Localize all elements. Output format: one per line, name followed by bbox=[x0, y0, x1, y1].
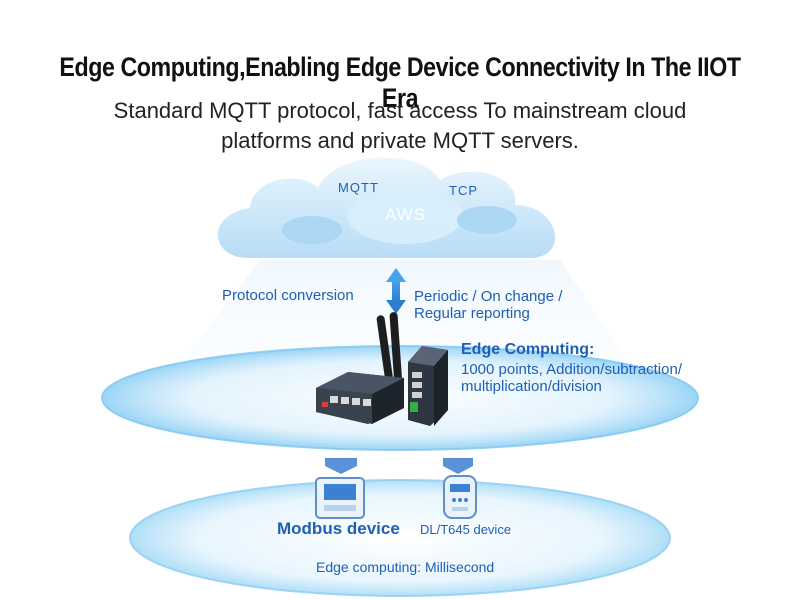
modbus-device-label: Modbus device bbox=[277, 519, 400, 538]
edge-computing-info: Edge Computing: 1000 points, Addition/su… bbox=[461, 341, 682, 395]
subtitle-line-1: Standard MQTT protocol, fast access To m… bbox=[113, 98, 687, 123]
dlt645-meter-icon bbox=[443, 458, 477, 519]
cloud-icon bbox=[217, 157, 556, 258]
edge-computing-title: Edge Computing: bbox=[461, 341, 595, 358]
reporting-line-1: Periodic / On change / bbox=[414, 288, 563, 305]
protocol-conversion-label: Protocol conversion bbox=[222, 287, 354, 304]
din-rail-gateway-icon bbox=[408, 346, 448, 426]
edge-computing-line-2: multiplication/division bbox=[461, 378, 602, 395]
reporting-line-2: Regular reporting bbox=[414, 305, 530, 322]
page-title: Edge Computing,Enabling Edge Device Conn… bbox=[59, 52, 741, 113]
subtitle-line-2: platforms and private MQTT servers. bbox=[221, 128, 579, 153]
cloud-label-aws: AWS bbox=[385, 205, 427, 224]
dlt645-device-label: DL/T645 device bbox=[420, 522, 512, 537]
modbus-device-icon bbox=[315, 458, 365, 519]
cloud-label-mqtt: MQTT bbox=[338, 180, 379, 195]
page-subtitle: Standard MQTT protocol, fast access To m… bbox=[0, 96, 800, 156]
edge-computing-line-1: 1000 points, Addition/subtraction/ bbox=[461, 361, 682, 378]
reporting-label: Periodic / On change / Regular reporting bbox=[414, 288, 562, 322]
router-device-icon bbox=[316, 312, 404, 424]
device-layer-disc bbox=[130, 480, 670, 596]
bidirectional-arrow-icon bbox=[386, 268, 406, 314]
cloud-label-tcp: TCP bbox=[449, 183, 478, 198]
edge-computing-millisecond-label: Edge computing: Millisecond bbox=[316, 559, 495, 575]
